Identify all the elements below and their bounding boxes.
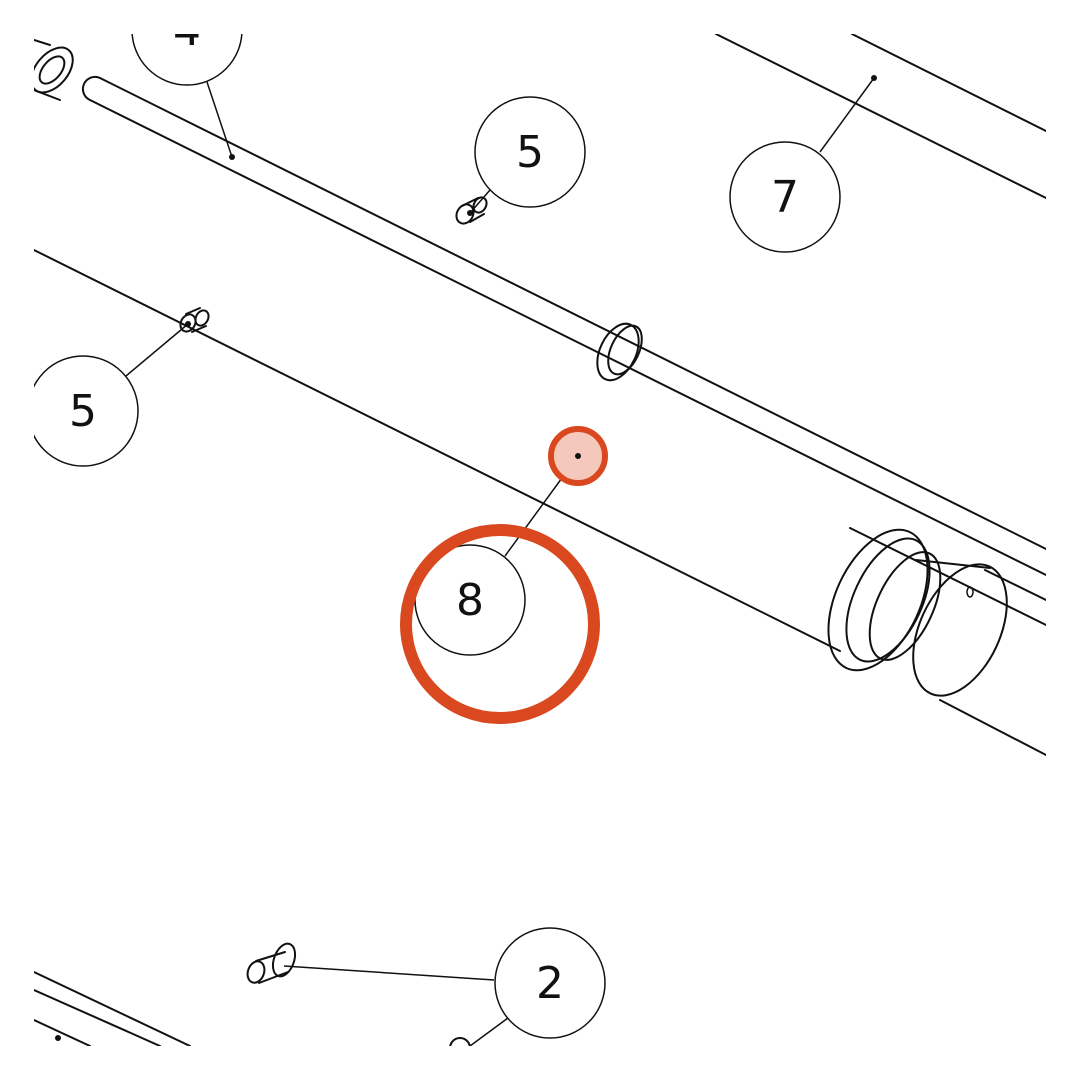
leader-dot-5-left bbox=[185, 321, 191, 327]
callout-label-5-left: 5 bbox=[69, 386, 97, 437]
tube-end-top-left bbox=[34, 39, 74, 101]
leader-5-upper bbox=[469, 189, 491, 214]
callout-bubble-8: 8 bbox=[414, 544, 526, 656]
part8-tube bbox=[34, 249, 1046, 756]
leader-dot-7 bbox=[871, 75, 877, 81]
callout-bubble-2: 2 bbox=[494, 927, 606, 1039]
pin-part2 bbox=[246, 942, 297, 984]
highlight-overlay bbox=[400, 426, 608, 724]
callout-bubble-7: 7 bbox=[729, 141, 841, 253]
ring-on-rod bbox=[596, 322, 643, 382]
leader-dot-4 bbox=[229, 154, 235, 160]
leader-5-left bbox=[125, 323, 189, 377]
callout-bubble-5-upper: 5 bbox=[474, 96, 586, 208]
bottom-left-bar bbox=[34, 971, 191, 1046]
callout-label-5-upper: 5 bbox=[516, 127, 544, 178]
callout-label-7: 7 bbox=[771, 172, 799, 223]
leader-2 bbox=[283, 965, 495, 981]
upper-rod bbox=[81, 75, 1046, 576]
callout-bubble-4: 4 bbox=[131, 5, 243, 86]
callout-label-2: 2 bbox=[536, 958, 564, 1009]
leader-dot-5-upper bbox=[467, 210, 473, 216]
callout-bubble-5-left: 5 bbox=[34, 355, 139, 467]
leader-4 bbox=[206, 81, 233, 158]
highlight-center-point bbox=[575, 453, 581, 459]
leader-7 bbox=[819, 77, 875, 153]
callout-label-4: 4 bbox=[173, 5, 201, 56]
screw-part5-upper bbox=[455, 196, 488, 225]
partial-part-bottom bbox=[449, 1037, 471, 1046]
screw-part5-left bbox=[179, 307, 210, 333]
highlight-ring bbox=[400, 524, 600, 724]
leader-2-lower bbox=[469, 1017, 509, 1046]
callout-label-8: 8 bbox=[456, 575, 484, 626]
part7-lines bbox=[715, 34, 1046, 199]
